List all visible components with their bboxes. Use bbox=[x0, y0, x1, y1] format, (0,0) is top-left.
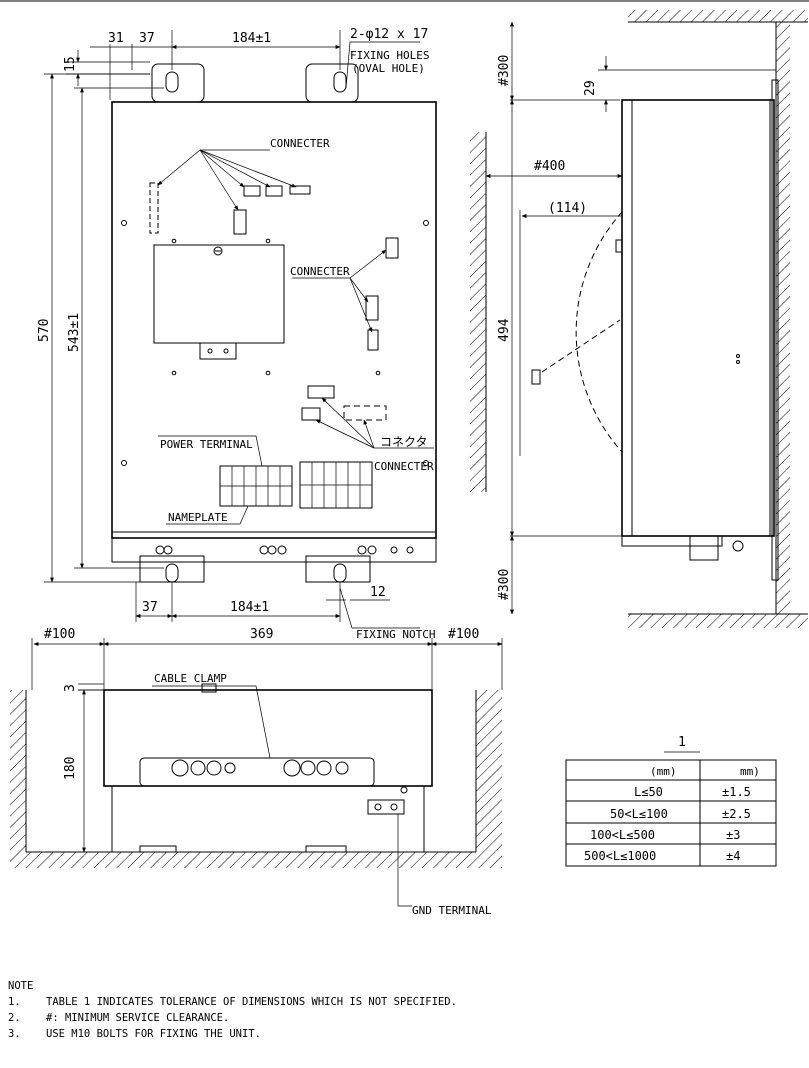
top-right-tab bbox=[305, 63, 359, 103]
dim-543: 543±1 bbox=[67, 313, 82, 352]
table-header-left: (mm) bbox=[650, 765, 677, 778]
tolerance-table: 1 (mm) mm) L≤50 ±1.5 50<L≤100 ±2.5 100<L… bbox=[565, 735, 777, 867]
front-view: 31 37 184±1 2-φ12 x 17 FIXING HOLES (OVA… bbox=[37, 27, 437, 641]
dim-100-left: #100 bbox=[44, 627, 75, 642]
table-tol-2: ±2.5 bbox=[722, 807, 751, 821]
note-1-text: TABLE 1 INDICATES TOLERANCE OF DIMENSION… bbox=[46, 996, 457, 1008]
dim-29: 29 bbox=[583, 80, 598, 96]
dim-15: 15 bbox=[63, 56, 78, 72]
side-view: #300 29 #400 (114) 494 #300 bbox=[470, 10, 808, 628]
table-range-2: 50<L≤100 bbox=[610, 807, 668, 821]
door-swing-arc bbox=[575, 211, 623, 453]
dim-184-top: 184±1 bbox=[232, 31, 271, 46]
cable-clamp-plate bbox=[139, 757, 375, 787]
dim-300-top: #300 bbox=[497, 55, 512, 86]
fixing-notch-label: FIXING NOTCH bbox=[356, 628, 435, 641]
bottom-view: #100 369 #100 3 180 CABLE CLAMP GND TERM… bbox=[10, 627, 503, 917]
dim-570: 570 bbox=[37, 319, 52, 342]
table-tol-1: ±1.5 bbox=[722, 785, 751, 799]
dim-12: 12 bbox=[370, 585, 386, 600]
gnd-terminal-label: GND TERMINAL bbox=[412, 904, 492, 917]
table-tol-4: ±4 bbox=[726, 849, 740, 863]
dim-369: 369 bbox=[250, 627, 273, 642]
table-range-3: 100<L≤500 bbox=[590, 828, 655, 842]
dim-fixing-hole: 2-φ12 x 17 bbox=[350, 27, 428, 42]
table-range-1: L≤50 bbox=[634, 785, 663, 799]
dim-100-right: #100 bbox=[448, 627, 479, 642]
connecter-jp-label: コネクタ bbox=[380, 435, 428, 449]
dim-180: 180 bbox=[63, 757, 78, 780]
cover-latch bbox=[199, 342, 237, 360]
dim-300-bottom: #300 bbox=[497, 569, 512, 600]
table-tol-3: ±3 bbox=[726, 828, 740, 842]
table-range-4: 500<L≤1000 bbox=[584, 849, 656, 863]
dim-400: #400 bbox=[534, 159, 565, 174]
bottom-left-notch bbox=[165, 563, 179, 583]
note-3: 3. USE M10 BOLTS FOR FIXING THE UNIT. bbox=[8, 1026, 788, 1042]
note-1-num: 1. bbox=[8, 996, 21, 1008]
power-terminal-label: POWER TERMINAL bbox=[160, 438, 253, 451]
table-header-right: mm) bbox=[740, 765, 760, 778]
note-3-text: USE M10 BOLTS FOR FIXING THE UNIT. bbox=[46, 1028, 261, 1040]
inner-cover bbox=[153, 244, 285, 344]
note-2: 2. #: MINIMUM SERVICE CLEARANCE. bbox=[8, 1010, 788, 1026]
notes-block: NOTE 1. TABLE 1 INDICATES TOLERANCE OF DI… bbox=[8, 978, 788, 1042]
bottom-right-tab bbox=[305, 555, 371, 583]
bottom-right-notch bbox=[333, 563, 347, 583]
fixing-holes-label: FIXING HOLES bbox=[350, 49, 429, 62]
dim-3: 3 bbox=[63, 684, 78, 692]
nameplate-label: NAMEPLATE bbox=[168, 511, 228, 524]
bottom-left-tab bbox=[139, 555, 205, 583]
front-bottom-strip bbox=[111, 537, 437, 563]
dim-31: 31 bbox=[108, 31, 124, 46]
note-2-text: #: MINIMUM SERVICE CLEARANCE. bbox=[46, 1012, 230, 1024]
connecter-label-1: CONNECTER bbox=[270, 137, 330, 150]
cable-clamp-label: CABLE CLAMP bbox=[154, 672, 227, 685]
oval-hole-label: (OVAL HOLE) bbox=[352, 62, 425, 75]
dim-37-bottom: 37 bbox=[142, 600, 158, 615]
note-2-num: 2. bbox=[8, 1012, 21, 1024]
dim-114: (114) bbox=[548, 201, 587, 216]
note-1: 1. TABLE 1 INDICATES TOLERANCE OF DIMENSI… bbox=[8, 994, 788, 1010]
dim-494: 494 bbox=[497, 318, 512, 342]
connecter-label-3: CONNECTER bbox=[374, 460, 434, 473]
side-unit-body bbox=[621, 99, 775, 537]
dim-37: 37 bbox=[139, 31, 155, 46]
top-right-oval-hole bbox=[333, 71, 347, 93]
note-3-num: 3. bbox=[8, 1028, 21, 1040]
table-number: 1 bbox=[678, 735, 686, 750]
top-left-oval-hole bbox=[165, 71, 179, 93]
connecter-label-2: CONNECTER bbox=[290, 265, 350, 278]
dim-184-bottom: 184±1 bbox=[230, 600, 269, 615]
notes-title: NOTE bbox=[8, 980, 34, 992]
bottom-unit-body bbox=[103, 689, 433, 787]
